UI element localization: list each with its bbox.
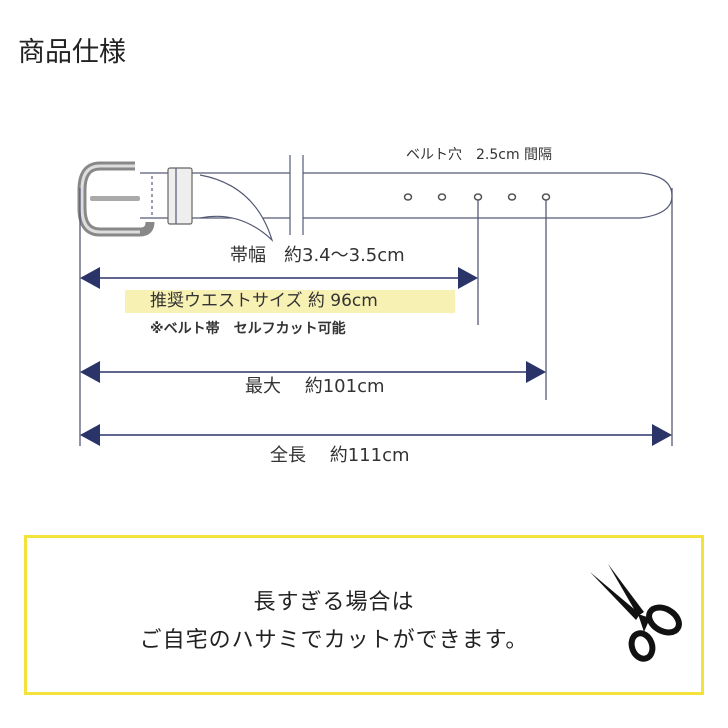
scissors-icon	[590, 564, 682, 662]
total-length-label: 全長 約111cm	[270, 445, 410, 466]
self-cut-note: ※ベルト帯 セルフカット可能	[150, 320, 346, 337]
belt-hole	[403, 193, 413, 201]
waist-highlight	[125, 290, 455, 313]
width-label: 帯幅 約3.4〜3.5cm	[230, 245, 405, 266]
cut-note-box: 長すぎる場合は ご自宅のハサミでカットができます。	[24, 535, 704, 695]
belt-hole	[507, 193, 517, 201]
total-arrow	[80, 424, 672, 446]
buckle-icon	[77, 161, 155, 237]
hole-spacing-label: ベルト穴 2.5cm 間隔	[406, 147, 552, 163]
note-line-1: 長すぎる場合は	[253, 590, 415, 615]
waist-arrow	[80, 267, 478, 289]
belt-hole	[541, 193, 551, 201]
max-arrow	[80, 361, 546, 383]
belt-holes	[403, 193, 551, 201]
belt-hole	[473, 193, 483, 201]
note-line-2: ご自宅のハサミでカットができます。	[139, 628, 529, 653]
belt-hole	[437, 193, 447, 201]
page-title: 商品仕様	[18, 37, 126, 68]
recommended-waist-label: 推奨ウエストサイズ 約 96cm	[150, 291, 378, 311]
belt	[140, 155, 673, 242]
extension-lines	[79, 188, 673, 446]
max-length-label: 最大 約101cm	[245, 376, 385, 397]
